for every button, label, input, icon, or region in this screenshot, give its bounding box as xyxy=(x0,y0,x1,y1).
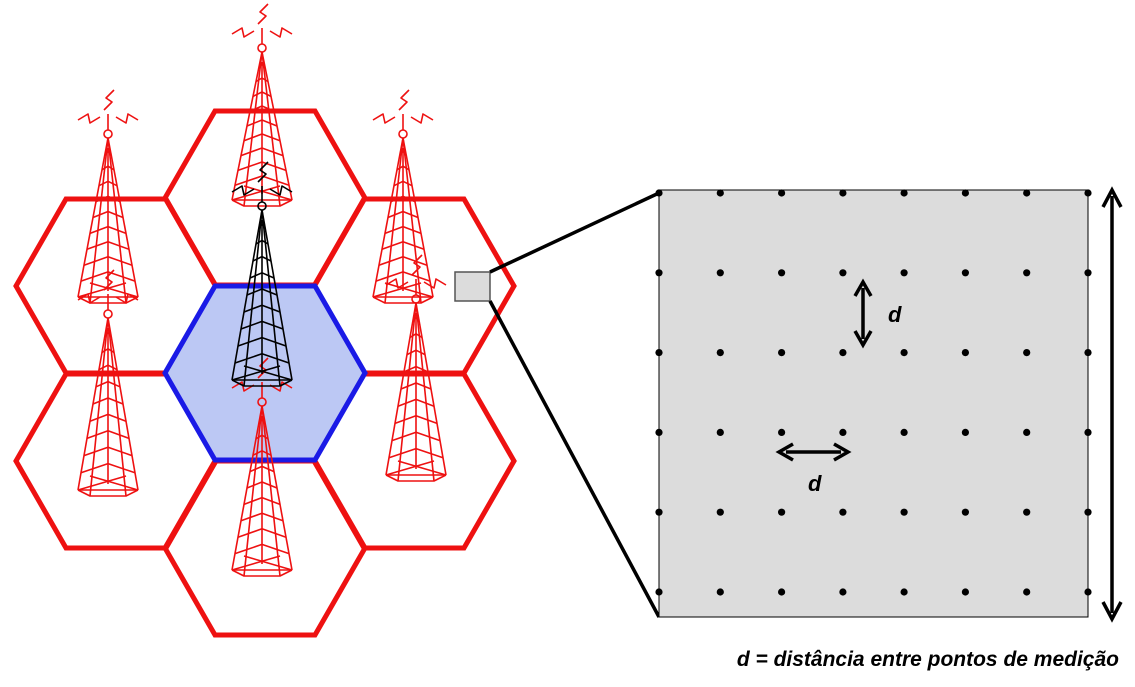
vertical-spacing-label: d xyxy=(888,302,902,327)
measurement-point xyxy=(900,189,908,197)
measurement-point xyxy=(655,189,663,197)
measurement-point xyxy=(716,349,724,357)
horizontal-spacing-label: d xyxy=(808,471,822,496)
measurement-point xyxy=(961,588,970,596)
measurement-point xyxy=(961,428,970,436)
measurement-point xyxy=(1084,269,1092,277)
radio-signal-icon xyxy=(231,161,293,196)
measurement-point xyxy=(716,508,724,516)
hexagonal-cell-layout xyxy=(13,108,517,638)
measurement-point xyxy=(961,349,970,357)
tower-bottom xyxy=(231,357,293,577)
radio-signal-icon xyxy=(231,3,293,38)
measurement-point xyxy=(839,269,847,277)
measurement-point xyxy=(716,269,724,277)
measurement-point xyxy=(778,269,786,277)
measurement-point xyxy=(900,588,908,596)
measurement-point xyxy=(778,508,786,516)
radio-signal-icon xyxy=(77,269,139,304)
tower-lower-right xyxy=(385,254,447,482)
zoom-source-square xyxy=(454,271,491,302)
measurement-area-box xyxy=(658,189,1089,618)
dimension-arrows xyxy=(775,186,1123,623)
tower-center xyxy=(231,161,293,387)
measurement-point xyxy=(839,508,847,516)
zoom-line-top xyxy=(489,191,660,274)
measurement-point xyxy=(900,269,908,277)
measurement-point xyxy=(778,189,786,197)
measurement-point xyxy=(900,428,908,436)
measurement-point xyxy=(961,269,970,277)
measurement-point xyxy=(655,508,663,516)
measurement-points xyxy=(655,189,1092,596)
measurement-point xyxy=(1023,428,1031,436)
radio-signal-icon xyxy=(77,89,139,124)
measurement-point xyxy=(778,428,786,436)
antenna-towers xyxy=(77,3,447,577)
measurement-point xyxy=(839,189,847,197)
measurement-point xyxy=(1084,349,1092,357)
zoom-connector xyxy=(454,191,661,618)
tower-upper-right xyxy=(372,89,434,304)
horizontal-spacing-arrow xyxy=(775,442,852,462)
measurement-point xyxy=(900,508,908,516)
measurement-point xyxy=(778,349,786,357)
area-height-arrow xyxy=(1101,186,1123,623)
measurement-point xyxy=(716,428,724,436)
serving-cell xyxy=(162,283,368,463)
measurement-point xyxy=(961,508,970,516)
measurement-point xyxy=(655,349,663,357)
measurement-point xyxy=(1023,269,1031,277)
vertical-spacing-arrow xyxy=(853,278,873,349)
tower-lower-left xyxy=(77,269,139,497)
diagram-caption: d = distância entre pontos de medição xyxy=(737,648,1119,671)
measurement-area xyxy=(655,189,1092,618)
measurement-point xyxy=(1084,428,1092,436)
neighbor-cell-bottom xyxy=(162,458,368,638)
measurement-point xyxy=(655,588,663,596)
measurement-point xyxy=(1084,508,1092,516)
measurement-point xyxy=(716,189,724,197)
tower-top xyxy=(231,3,293,207)
measurement-point xyxy=(655,428,663,436)
radio-signal-icon xyxy=(385,254,447,289)
measurement-point xyxy=(655,269,663,277)
measurement-point xyxy=(839,349,847,357)
radio-signal-icon xyxy=(372,89,434,124)
measurement-point xyxy=(900,349,908,357)
measurement-point xyxy=(1023,588,1031,596)
measurement-point xyxy=(839,588,847,596)
measurement-point xyxy=(839,428,847,436)
measurement-point xyxy=(778,588,786,596)
measurement-point xyxy=(1084,189,1092,197)
measurement-point xyxy=(1023,189,1031,197)
zoom-line-bottom xyxy=(488,300,661,618)
measurement-point xyxy=(1023,508,1031,516)
measurement-point xyxy=(1084,588,1092,596)
measurement-point xyxy=(716,588,724,596)
measurement-point xyxy=(961,189,970,197)
measurement-point xyxy=(1023,349,1031,357)
